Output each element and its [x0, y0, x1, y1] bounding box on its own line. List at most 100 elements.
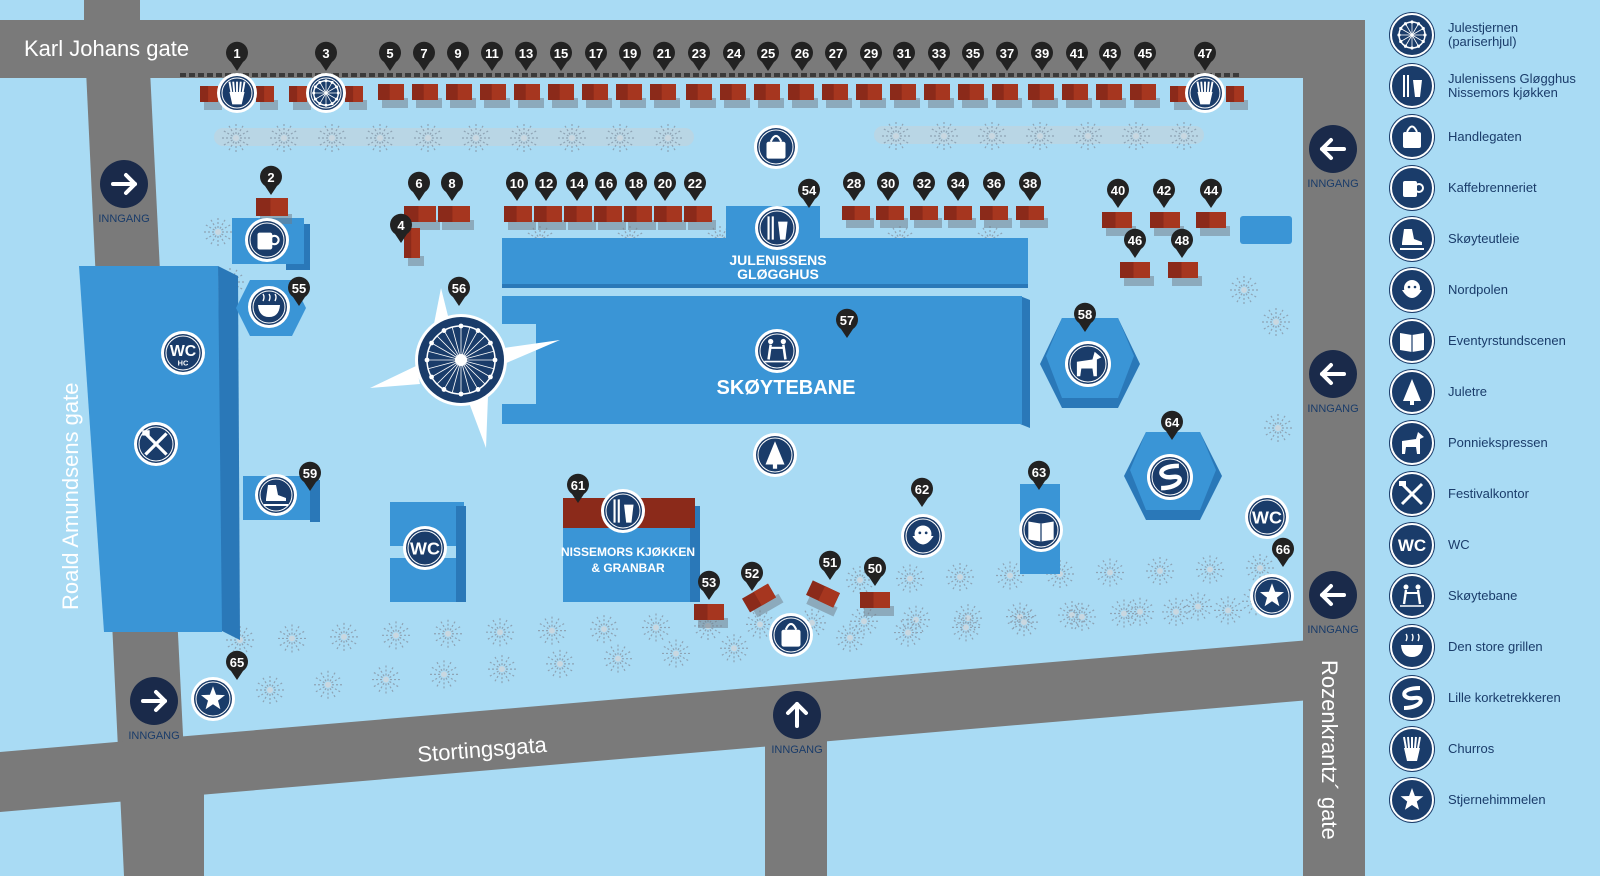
market-stall[interactable] [582, 84, 612, 108]
stall-number-pin[interactable]: 58 [1074, 302, 1096, 332]
stall-number-pin[interactable]: 59 [299, 461, 321, 491]
market-stall[interactable] [803, 580, 844, 617]
grill-icon[interactable] [248, 286, 290, 328]
stall-number-pin[interactable]: 50 [864, 556, 886, 586]
market-stall[interactable] [289, 86, 311, 110]
market-stall[interactable] [910, 206, 942, 228]
market-stall[interactable] [345, 86, 367, 110]
stall-number-pin[interactable]: 54 [798, 178, 820, 208]
market-stall[interactable] [404, 228, 424, 266]
market-stall[interactable] [860, 592, 894, 616]
horse-icon[interactable] [1065, 341, 1111, 387]
market-stall[interactable] [480, 84, 510, 108]
stall-number-pin[interactable]: 33 [928, 41, 951, 71]
market-stall[interactable] [788, 84, 818, 108]
market-stall[interactable] [1168, 262, 1202, 286]
stall-number-pin[interactable]: 2 [260, 165, 282, 195]
market-stall[interactable] [1120, 262, 1154, 286]
stall-number-pin[interactable]: 20 [654, 171, 676, 201]
market-stall[interactable] [404, 206, 440, 230]
market-stall[interactable] [684, 206, 716, 230]
stall-number-pin[interactable]: 30 [877, 171, 900, 201]
shopping-bag-icon[interactable] [769, 613, 813, 657]
market-stall[interactable] [200, 86, 222, 110]
market-stall[interactable] [1196, 212, 1230, 236]
market-stall[interactable] [1130, 84, 1160, 108]
stall-number-pin[interactable]: 31 [893, 41, 915, 71]
market-stall[interactable] [1226, 86, 1248, 110]
ferris-wheel-icon[interactable] [306, 73, 346, 113]
wc-icon[interactable]: WC [1245, 495, 1289, 539]
market-stall[interactable] [438, 206, 474, 230]
market-stall[interactable] [1150, 212, 1184, 236]
market-stall[interactable] [504, 206, 536, 230]
skaters-icon[interactable] [755, 329, 799, 373]
christmas-tree-icon[interactable] [753, 433, 797, 477]
market-stall[interactable] [514, 84, 544, 108]
stall-number-pin[interactable]: 44 [1200, 178, 1222, 208]
market-stall[interactable] [686, 84, 716, 108]
stall-number-pin[interactable]: 32 [912, 171, 935, 201]
stall-number-pin[interactable]: 52 [741, 561, 764, 591]
stall-number-pin[interactable]: 29 [860, 41, 883, 71]
stall-number-pin[interactable]: 6 [408, 171, 430, 201]
stall-number-pin[interactable]: 65 [226, 650, 249, 680]
entrance-marker[interactable]: INNGANG [1307, 350, 1359, 415]
churros-icon[interactable] [1185, 73, 1225, 113]
stall-number-pin[interactable]: 42 [1153, 178, 1176, 208]
stall-number-pin[interactable]: 34 [947, 171, 969, 201]
stall-number-pin[interactable]: 46 [1124, 228, 1147, 258]
coffee-cup-icon[interactable] [245, 218, 289, 262]
stall-number-pin[interactable]: 36 [983, 171, 1005, 201]
entrance-marker[interactable]: INNGANG [98, 160, 150, 225]
stall-number-pin[interactable]: 62 [911, 477, 934, 507]
stall-number-pin[interactable]: 21 [653, 41, 676, 71]
entrance-marker[interactable]: INNGANG [128, 677, 180, 742]
stall-number-pin[interactable]: 66 [1272, 537, 1295, 567]
food-drink-icon[interactable] [601, 489, 645, 533]
market-stall[interactable] [742, 582, 784, 620]
stall-number-pin[interactable]: 43 [1099, 41, 1121, 71]
stall-number-pin[interactable]: 17 [585, 41, 607, 71]
stall-number-pin[interactable]: 1 [226, 41, 249, 71]
market-stall[interactable] [856, 84, 886, 108]
market-stall[interactable] [534, 206, 566, 230]
stall-number-pin[interactable]: 41 [1066, 41, 1089, 71]
stall-number-pin[interactable]: 55 [288, 276, 311, 306]
stall-number-pin[interactable]: 57 [836, 308, 859, 338]
stall-number-pin[interactable]: 35 [961, 41, 985, 71]
entrance-marker[interactable]: INNGANG [1307, 571, 1359, 636]
santa-icon[interactable] [901, 514, 945, 558]
churros-icon[interactable] [217, 73, 257, 113]
corkscrew-icon[interactable] [1147, 454, 1193, 500]
market-stall[interactable] [446, 84, 476, 108]
market-stall[interactable] [564, 206, 596, 230]
market-stall[interactable] [694, 604, 728, 628]
stall-number-pin[interactable]: 64 [1161, 410, 1183, 440]
stall-number-pin[interactable]: 4 [390, 213, 413, 243]
market-stall[interactable] [378, 84, 408, 108]
market-stall[interactable] [616, 84, 646, 108]
stall-number-pin[interactable]: 19 [619, 41, 642, 71]
stall-number-pin[interactable]: 38 [1019, 171, 1042, 201]
market-stall[interactable] [720, 84, 750, 108]
stall-number-pin[interactable]: 63 [1028, 460, 1050, 490]
market-stall[interactable] [650, 84, 680, 108]
stall-number-pin[interactable]: 26 [790, 41, 813, 71]
stall-number-pin[interactable]: 53 [698, 570, 720, 600]
stall-number-pin[interactable]: 23 [688, 41, 710, 71]
food-drink-icon[interactable] [755, 206, 799, 250]
book-icon[interactable] [1019, 508, 1063, 552]
market-stall[interactable] [822, 84, 852, 108]
market-stall[interactable] [1016, 206, 1048, 228]
market-stall[interactable] [654, 206, 686, 230]
stall-number-pin[interactable]: 18 [625, 171, 647, 201]
stall-number-pin[interactable]: 11 [480, 41, 504, 71]
stall-number-pin[interactable]: 61 [567, 473, 590, 503]
stall-number-pin[interactable]: 16 [595, 171, 618, 201]
entrance-marker[interactable]: INNGANG [1307, 125, 1359, 190]
stall-number-pin[interactable]: 15 [550, 41, 572, 71]
market-stall[interactable] [842, 206, 874, 228]
stall-number-pin[interactable]: 27 [825, 41, 847, 71]
